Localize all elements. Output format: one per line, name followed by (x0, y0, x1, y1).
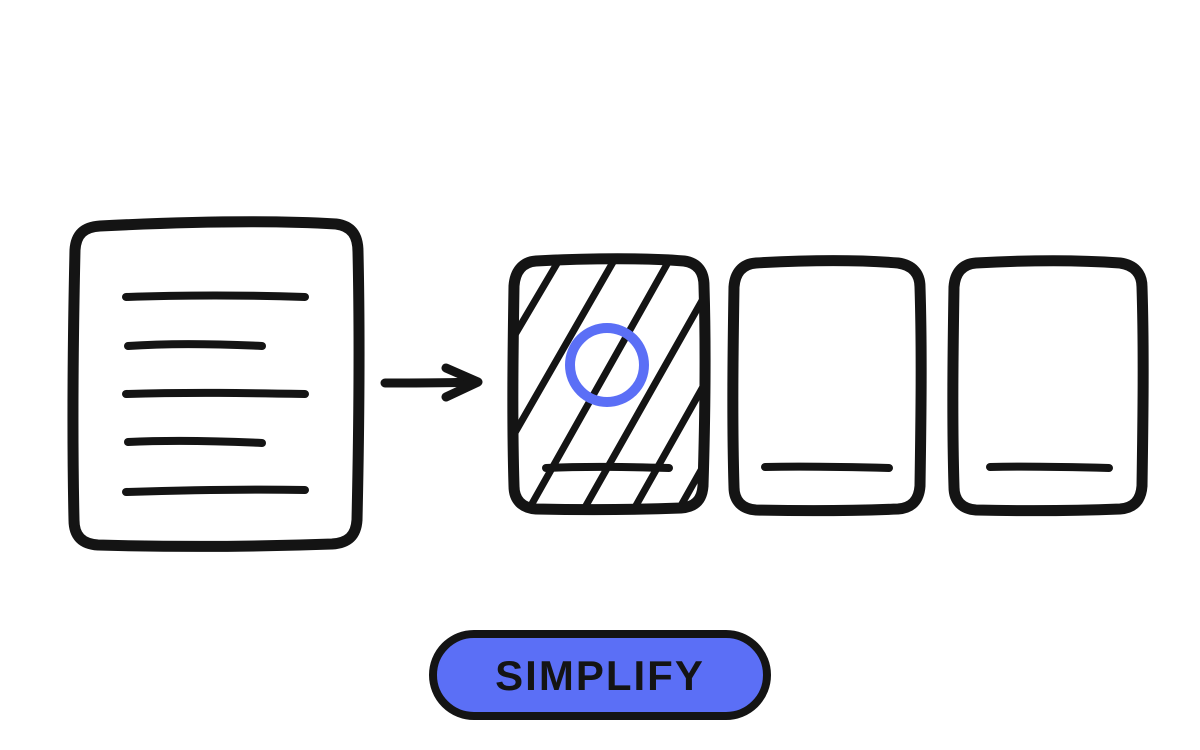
document-icon (67, 216, 365, 552)
simplify-button[interactable]: SIMPLIFY (429, 630, 771, 720)
document-text-lines (122, 291, 309, 496)
card (727, 255, 927, 517)
circle-icon (565, 323, 649, 407)
arrow-right-icon (380, 363, 483, 402)
card (947, 255, 1149, 517)
simplify-button-label: SIMPLIFY (495, 652, 705, 699)
card-selected (507, 253, 711, 516)
